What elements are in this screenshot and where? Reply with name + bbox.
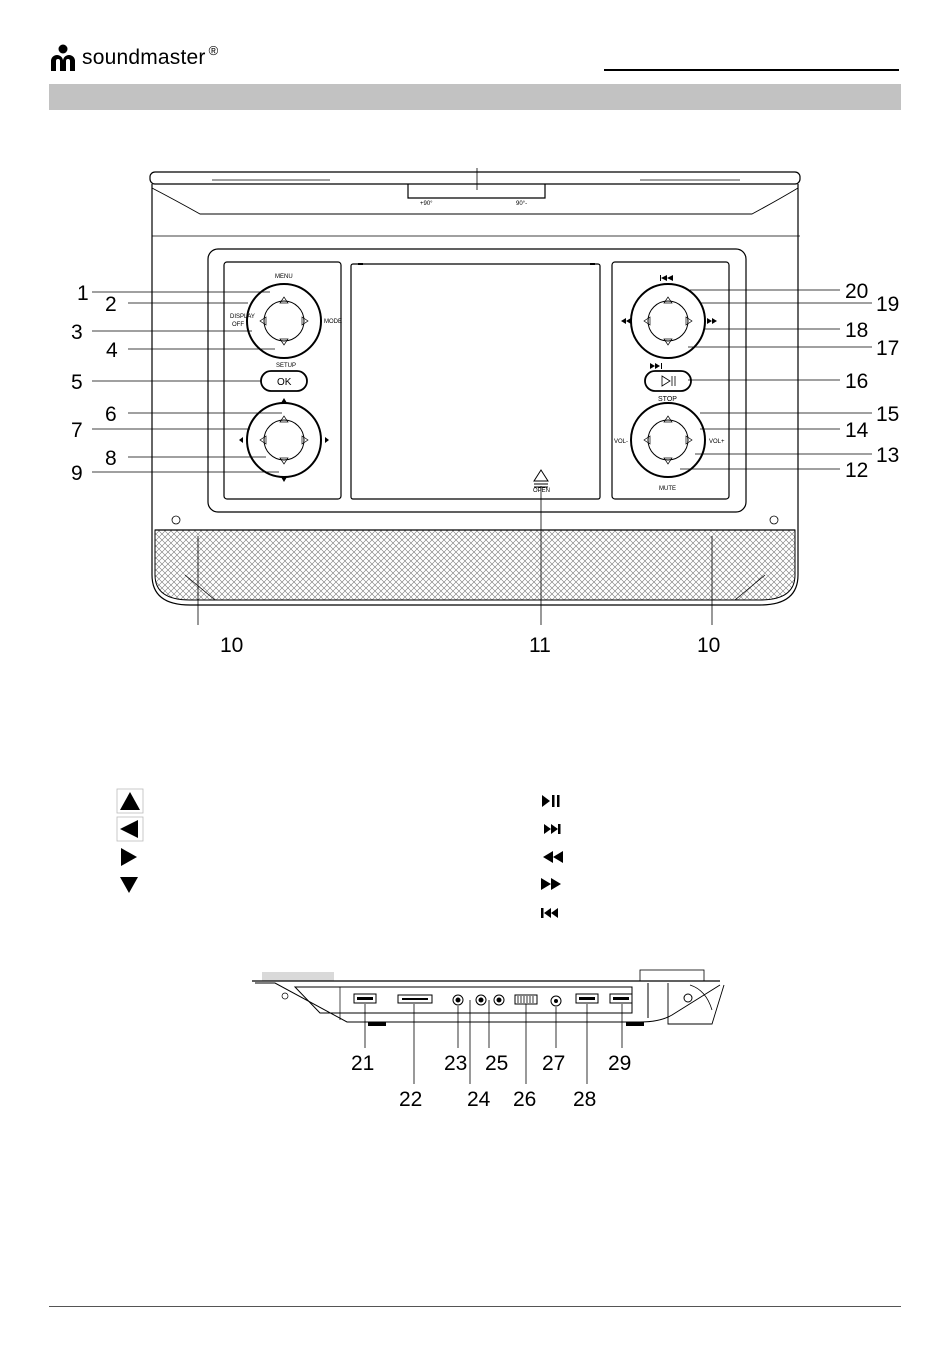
left-triangle-icon xyxy=(117,817,143,841)
callout-12: 12 xyxy=(845,459,868,482)
callout-27: 27 xyxy=(542,1052,565,1075)
stop-label: STOP xyxy=(658,396,677,403)
callout-1: 1 xyxy=(77,282,89,305)
callout-15: 15 xyxy=(876,403,899,426)
callout-28: 28 xyxy=(573,1088,596,1111)
previous-track-icon xyxy=(541,908,558,918)
ok-label: OK xyxy=(277,377,292,388)
callout-11: 11 xyxy=(529,634,551,657)
fast-forward-icon xyxy=(541,878,561,890)
callout-7: 7 xyxy=(71,419,83,442)
right-triangle-icon xyxy=(121,848,137,866)
callout-26: 26 xyxy=(513,1088,536,1111)
play-pause-button[interactable] xyxy=(645,371,691,391)
up-triangle-icon xyxy=(117,789,143,813)
footer-rule xyxy=(49,1306,901,1307)
callout-2: 2 xyxy=(105,293,117,316)
callout-20: 20 xyxy=(845,280,868,303)
callout-5: 5 xyxy=(71,371,83,394)
setup-label: SETUP xyxy=(276,363,296,369)
callout-25: 25 xyxy=(485,1052,508,1075)
callout-22: 22 xyxy=(399,1088,422,1111)
callout-9: 9 xyxy=(71,462,83,485)
rotate-left-label: +90° xyxy=(420,201,433,207)
callout-18: 18 xyxy=(845,319,868,342)
callout-21: 21 xyxy=(351,1052,374,1075)
eject-icon xyxy=(534,470,548,487)
dpad-outer-arrows-left xyxy=(239,398,329,482)
dpad-right-transport-glyphs xyxy=(621,275,717,369)
callout-4: 4 xyxy=(106,339,118,362)
menu-label: MENU xyxy=(275,274,293,280)
device-front-view xyxy=(150,168,800,605)
callout-29: 29 xyxy=(608,1052,631,1075)
down-triangle-icon xyxy=(120,877,138,893)
callout-3: 3 xyxy=(71,321,83,344)
legend-right xyxy=(541,795,563,918)
rotate-right-label: 90°- xyxy=(516,201,527,207)
callout-17: 17 xyxy=(876,337,899,360)
callout-19: 19 xyxy=(876,293,899,316)
play-pause-button-icon xyxy=(662,376,675,386)
callout-10-left: 10 xyxy=(220,634,243,657)
nav-dpad-top-left[interactable] xyxy=(247,284,321,358)
mute-label: MUTE xyxy=(659,486,676,492)
open-label: OPEN xyxy=(533,488,550,494)
callout-13: 13 xyxy=(876,444,899,467)
play-pause-icon xyxy=(542,795,560,807)
device-side-view xyxy=(252,970,724,1026)
mode-label: MODE xyxy=(324,319,342,325)
nav-dpad-bottom-left[interactable] xyxy=(247,403,321,477)
callout-8: 8 xyxy=(105,447,117,470)
callout-24: 24 xyxy=(467,1088,491,1111)
next-track-icon xyxy=(544,824,561,834)
callout-14: 14 xyxy=(845,419,869,442)
callout-23: 23 xyxy=(444,1052,467,1075)
vol-minus-label: VOL- xyxy=(614,439,628,445)
vol-plus-label: VOL+ xyxy=(709,439,725,445)
nav-dpad-bottom-right[interactable] xyxy=(631,403,705,477)
callout-10-right: 10 xyxy=(697,634,720,657)
rewind-icon xyxy=(543,851,563,863)
off-label: OFF xyxy=(232,322,244,328)
callout-16: 16 xyxy=(845,370,868,393)
display-label: DISPLAY xyxy=(230,314,255,320)
callout-6: 6 xyxy=(105,403,117,426)
legend-left xyxy=(117,789,143,893)
